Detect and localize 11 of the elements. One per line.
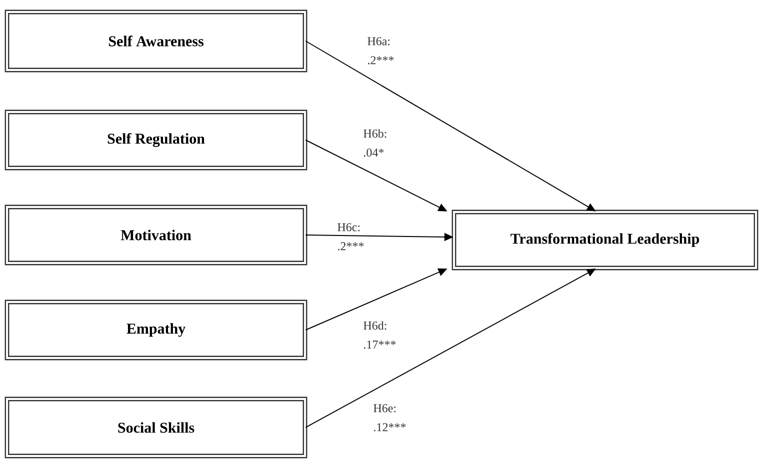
concept-box: Self Regulation: [4, 110, 308, 170]
concept-box: Motivation: [4, 204, 308, 266]
edge-label: H6a: .2***: [368, 37, 394, 64]
edge-label: H6c: .2***: [338, 223, 364, 250]
concept-box: Empathy: [4, 300, 308, 360]
concept-box: Self Awareness: [4, 10, 308, 72]
edge-label: H6e: .12***: [374, 404, 406, 432]
edge-label: H6b: .04*: [364, 129, 386, 157]
concept-box: Social Skills: [4, 396, 308, 458]
concept-box: Transformational Leadership: [452, 210, 758, 270]
edge-label: H6d: .17***: [364, 321, 396, 349]
